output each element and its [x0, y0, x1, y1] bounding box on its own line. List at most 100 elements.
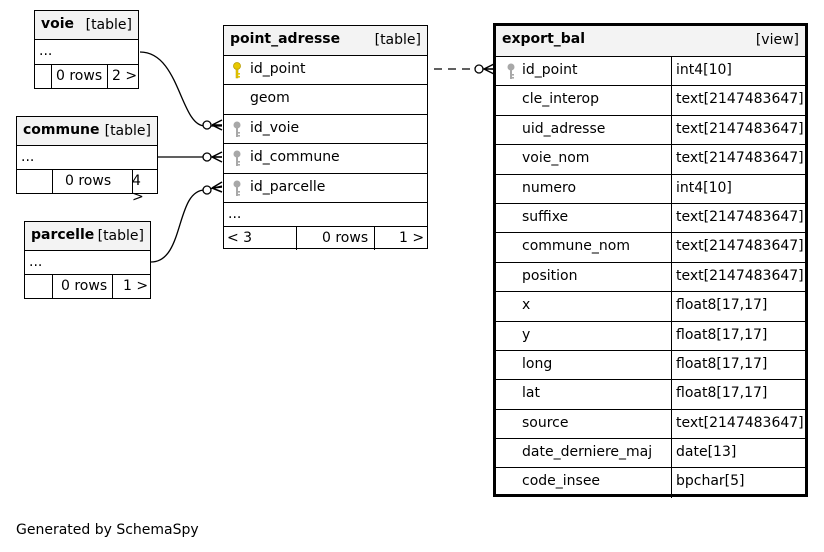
column-name-cell: commune_nom: [496, 233, 672, 262]
column-type: float8[17,17]: [676, 355, 768, 372]
column-row[interactable]: suffixe text[2147483647]: [496, 203, 805, 234]
table-footer: 0 rows 1 >: [25, 275, 150, 298]
table-parcelle[interactable]: parcelle [table] ... 0 rows 1 >: [24, 221, 151, 299]
column-name-cell: source: [496, 409, 672, 439]
table-header: export_bal [view]: [496, 26, 805, 57]
column-name-cell: lat: [496, 380, 672, 409]
column-type: bpchar[5]: [676, 473, 745, 490]
column-row[interactable]: position text[2147483647]: [496, 262, 805, 293]
more-columns-row: ...: [25, 251, 150, 275]
column-type: text[2147483647]: [676, 267, 804, 284]
column-row[interactable]: geom: [224, 85, 427, 115]
more-columns-row: ...: [224, 203, 427, 227]
column-row[interactable]: id_point int4[10]: [496, 57, 805, 87]
column-row[interactable]: id_point: [224, 56, 427, 86]
column-name: suffixe: [522, 208, 569, 225]
column-row[interactable]: id_parcelle: [224, 174, 427, 203]
column-name: cle_interop: [522, 91, 599, 108]
column-row[interactable]: id_voie: [224, 115, 427, 145]
relation-voie-crowfoot: [211, 119, 223, 131]
column-row[interactable]: id_commune: [224, 144, 427, 174]
column-type: float8[17,17]: [676, 297, 768, 314]
table-kind: [table]: [374, 32, 421, 48]
children-count: 1 >: [399, 229, 425, 246]
table-header: parcelle [table]: [25, 222, 150, 251]
table-header: voie [table]: [35, 11, 138, 40]
view-export-bal[interactable]: export_bal [view] id_point int4[10] cle_in…: [493, 23, 808, 498]
column-row[interactable]: code_insee bpchar[5]: [496, 468, 805, 498]
foreign-key-icon: [233, 150, 241, 167]
column-name: y: [522, 326, 531, 343]
table-point-adresse[interactable]: point_adresse [table] id_point geom id_v…: [223, 25, 428, 250]
row-count: 0 rows: [61, 278, 108, 294]
primary-key-icon: [233, 62, 241, 79]
column-type: text[2147483647]: [676, 150, 804, 167]
relation-commune-zero-marker: [202, 152, 212, 162]
parents-cell: [17, 170, 53, 193]
column-name: id_parcelle: [250, 178, 326, 195]
more-columns-row: ...: [35, 40, 138, 65]
column-name: source: [522, 414, 569, 431]
relation-voie-zero-marker: [202, 120, 212, 130]
relation-export-bal-zero-marker: [474, 64, 484, 74]
relation-export-bal-crowfoot: [483, 63, 495, 75]
column-type: text[2147483647]: [676, 238, 804, 255]
ellipsis: ...: [29, 254, 43, 270]
column-name-cell: voie_nom: [496, 145, 672, 174]
row-count: 0 rows: [65, 173, 112, 189]
row-count-cell: 0 rows: [52, 65, 108, 88]
foreign-key-icon: [507, 63, 515, 79]
column-name: lat: [522, 385, 540, 402]
table-kind: [table]: [85, 17, 132, 33]
more-columns-row: ...: [17, 146, 157, 170]
row-count-cell: 0 rows: [297, 226, 375, 250]
row-count-cell: 0 rows: [53, 170, 133, 193]
table-commune[interactable]: commune [table] ... 0 rows 4 >: [16, 116, 158, 205]
column-type: text[2147483647]: [676, 91, 804, 108]
column-row[interactable]: cle_interop text[2147483647]: [496, 86, 805, 116]
row-count: 0 rows: [56, 68, 103, 84]
children-count-cell[interactable]: 1 >: [113, 275, 150, 298]
column-row[interactable]: source text[2147483647]: [496, 409, 805, 440]
column-type: int4[10]: [676, 62, 732, 78]
table-kind: [table]: [104, 123, 151, 139]
column-name-cell: position: [496, 262, 672, 292]
column-name: position: [522, 267, 578, 284]
table-name: export_bal: [502, 31, 586, 47]
column-name: id_point: [522, 62, 578, 78]
table-header: commune [table]: [17, 117, 157, 146]
table-kind: [view]: [755, 32, 799, 48]
table-name: voie: [41, 16, 75, 32]
table-voie[interactable]: voie [table] ... 0 rows 2 >: [34, 10, 139, 89]
column-name-cell: cle_interop: [496, 86, 672, 115]
table-name: point_adresse: [230, 31, 341, 47]
children-count-cell[interactable]: 4 >: [132, 170, 157, 205]
column-type: text[2147483647]: [676, 414, 804, 431]
ellipsis: ...: [228, 205, 242, 222]
column-row[interactable]: long float8[17,17]: [496, 350, 805, 381]
column-name-cell: date_derniere_maj: [496, 439, 672, 468]
parents-count-cell[interactable]: < 3: [224, 226, 297, 250]
column-type: text[2147483647]: [676, 208, 804, 225]
children-count-cell[interactable]: 1 >: [375, 227, 427, 250]
foreign-key-icon: [233, 180, 241, 196]
relation-commune-crowfoot: [211, 151, 223, 163]
column-name: id_voie: [250, 119, 300, 136]
view-columns: id_point int4[10] cle_interop text[21474836…: [496, 57, 805, 498]
ellipsis: ...: [39, 43, 53, 59]
column-name-cell: y: [496, 321, 672, 350]
children-count-cell[interactable]: 2 >: [108, 65, 138, 88]
column-name-cell: x: [496, 292, 672, 321]
column-name: long: [522, 355, 553, 372]
column-name: code_insee: [522, 473, 601, 490]
table-footer: 0 rows 4 >: [17, 170, 157, 205]
